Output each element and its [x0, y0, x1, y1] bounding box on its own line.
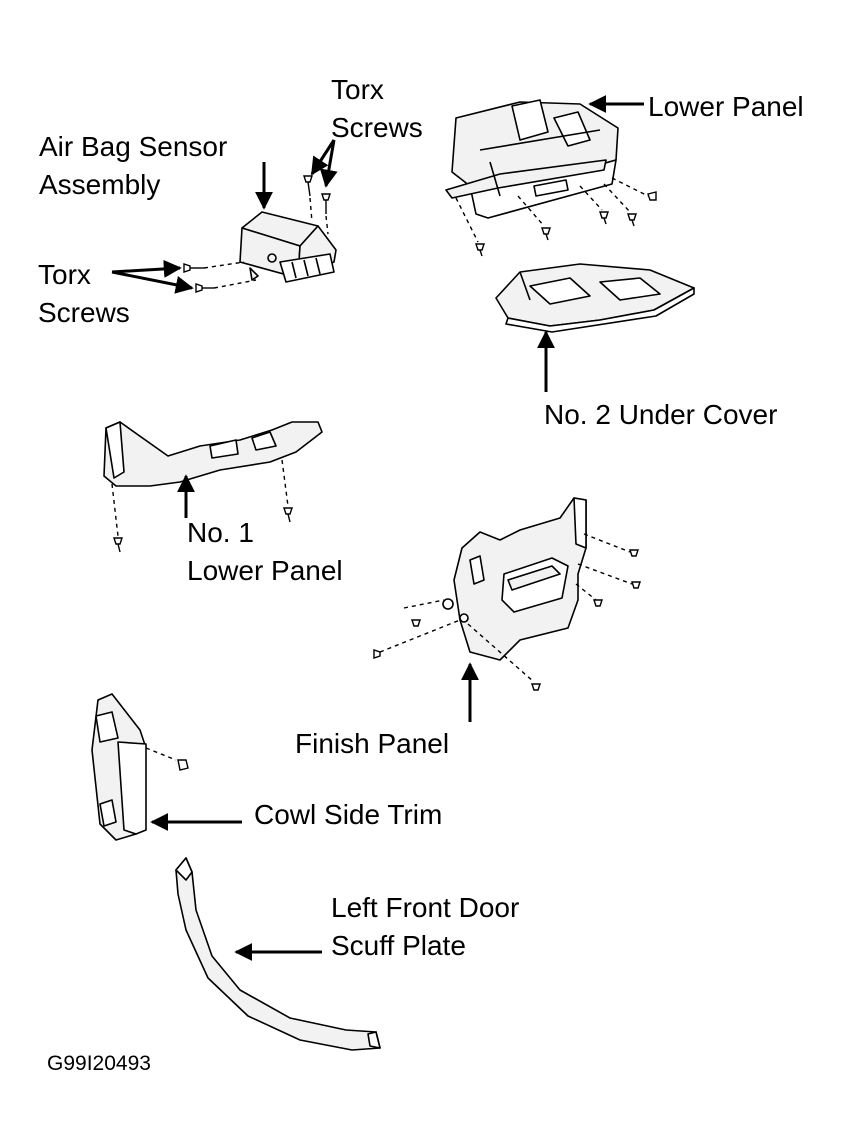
- label-no1-lower-panel: No. 1 Lower Panel: [187, 514, 343, 590]
- finish-panel-screws: [373, 533, 641, 691]
- label-air-bag-sensor-line2: Assembly: [39, 169, 161, 200]
- lower-panel-screws: [455, 177, 657, 257]
- label-torx-screws-left-line2: Screws: [38, 297, 130, 328]
- sensor-torx-screws: [183, 175, 331, 293]
- label-no2-under-cover: No. 2 Under Cover: [544, 399, 778, 430]
- label-finish-panel: Finish Panel: [295, 728, 450, 759]
- cowl-side-trim-clip: [145, 747, 189, 771]
- no1-lower-panel-part: [103, 421, 323, 487]
- label-cowl-side-trim: Cowl Side Trim: [254, 799, 443, 830]
- label-air-bag-sensor-line1: Air Bag Sensor: [39, 131, 228, 162]
- no1-lower-panel-screws: [111, 459, 293, 553]
- label-lower-panel: Lower Panel: [648, 91, 804, 122]
- no2-under-cover-part: [495, 263, 695, 333]
- label-scuff-plate-line1: Left Front Door: [331, 892, 520, 923]
- callout-arrows: [111, 95, 644, 961]
- air-bag-sensor-assembly: [239, 211, 337, 283]
- figure-code: G99I20493: [47, 1052, 151, 1075]
- label-torx-screws-left: Torx Screws: [38, 256, 130, 332]
- label-air-bag-sensor-assembly: Air Bag Sensor Assembly: [39, 128, 227, 204]
- cowl-side-trim-part: [91, 693, 147, 841]
- arrow-torx-top-2: [319, 139, 338, 188]
- lower-panel-part: [445, 99, 619, 219]
- arrow-torx-left-2: [111, 270, 194, 294]
- finish-panel-part: [442, 497, 587, 661]
- scuff-plate-part: [175, 857, 381, 1051]
- arrow-torx-left-1: [111, 259, 182, 278]
- label-torx-screws-left-line1: Torx: [38, 259, 91, 290]
- label-torx-screws-top-line2: Screws: [331, 112, 423, 143]
- label-torx-screws-top: Torx Screws: [331, 71, 423, 147]
- label-no1-lower-panel-line2: Lower Panel: [187, 555, 343, 586]
- arrow-torx-top-1: [310, 139, 336, 176]
- label-no1-lower-panel-line1: No. 1: [187, 517, 254, 548]
- label-scuff-plate-line2: Scuff Plate: [331, 930, 466, 961]
- label-torx-screws-top-line1: Torx: [331, 74, 384, 105]
- label-scuff-plate: Left Front Door Scuff Plate: [331, 889, 519, 965]
